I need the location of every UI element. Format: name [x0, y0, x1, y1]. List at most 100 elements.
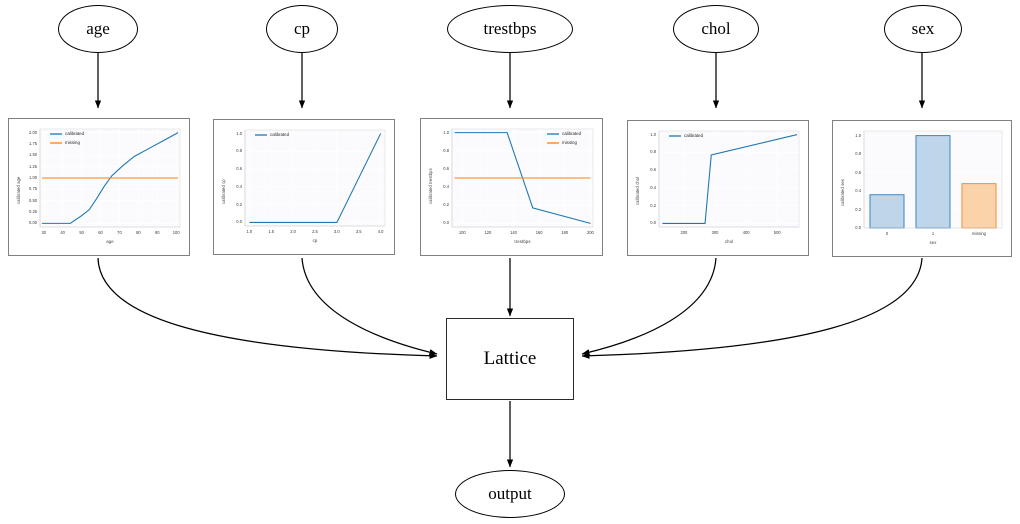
xtick-label: 200 — [680, 230, 688, 235]
xtick-label: 40 — [60, 230, 65, 235]
edge-cpplot-to-lattice — [301, 257, 438, 356]
series-calibrated — [249, 133, 382, 223]
node-output[interactable]: output — [455, 470, 565, 518]
node-sex[interactable]: sex — [884, 5, 962, 53]
xtick-label: 80 — [136, 230, 141, 235]
xtick-label: 100 — [458, 230, 466, 235]
node-chol[interactable]: chol — [673, 5, 759, 53]
xtick-label: 1.5 — [268, 229, 275, 234]
xtick-label: 500 — [773, 230, 781, 235]
xtick-label: 160 — [535, 230, 543, 235]
ytick-label: 1.0 — [443, 129, 449, 135]
xtick-label: 70 — [117, 230, 122, 235]
xaxis-title: age — [106, 239, 114, 244]
ytick-label: 0.00 — [29, 220, 37, 226]
ytick-label: 0.4 — [855, 188, 861, 194]
node-lattice[interactable]: Lattice — [446, 318, 574, 400]
plot-area — [658, 130, 800, 228]
bar-0 — [869, 194, 905, 229]
ytick-label: 1.00 — [29, 175, 37, 180]
yaxis-title: calibrated sex — [840, 178, 845, 206]
xtick-label: 30 — [41, 230, 47, 235]
edge-ageplot-to-lattice — [97, 257, 438, 359]
yaxis-title: calibrated chol — [635, 176, 640, 205]
chart-sex — [863, 130, 1003, 229]
chart-trestbps — [451, 128, 594, 228]
ytick-label: 0.2 — [443, 202, 449, 208]
legend-label-missing: missing — [562, 140, 577, 145]
legend-label-calibrated: calibrated — [562, 131, 582, 136]
ytick-label: 1.75 — [29, 140, 37, 146]
node-age[interactable]: age — [58, 5, 138, 53]
ytick-label: 0.8 — [855, 151, 861, 157]
ytick-label: 0.6 — [443, 165, 449, 171]
series-calibrated — [41, 132, 179, 224]
ytick-label: 1.50 — [29, 152, 37, 158]
ytick-label: 0.4 — [650, 184, 656, 190]
edge-sexplot-to-lattice — [581, 257, 923, 359]
ytick-label: 0.25 — [29, 209, 37, 215]
legend-label-calibrated: calibrated — [684, 133, 704, 138]
node-age-label: age — [86, 19, 110, 38]
node-lattice-label: Lattice — [483, 348, 537, 369]
ytick-label: 0.6 — [650, 167, 656, 173]
ytick-label: 0.4 — [236, 183, 242, 189]
xtick-label: 200 — [587, 230, 594, 235]
ytick-label: 0.75 — [29, 186, 37, 192]
ytick-label: 0.6 — [855, 169, 861, 175]
ytick-label: 0.2 — [855, 206, 861, 212]
chart-cp — [244, 129, 386, 227]
xtick-label: 3.5 — [355, 229, 362, 234]
series-calibrated — [662, 134, 798, 224]
node-cp[interactable]: cp — [266, 5, 338, 53]
xtick-label: 3.0 — [334, 229, 340, 234]
legend-label-calibrated: calibrated — [270, 132, 290, 137]
xaxis-title: chol — [724, 239, 734, 244]
xtick-label: 4.0 — [377, 229, 384, 234]
node-trestbps[interactable]: trestbps — [447, 5, 573, 53]
xaxis-title: sex — [929, 240, 937, 245]
ytick-label: 2.00 — [29, 129, 37, 135]
ytick-label: 1.25 — [29, 163, 37, 169]
node-chol-label: chol — [701, 19, 731, 38]
xtick-label: 0 — [885, 231, 889, 236]
ytick-label: 0.0 — [855, 225, 861, 230]
xtick-label: 100 — [172, 230, 180, 235]
ytick-label: 1.0 — [236, 130, 242, 136]
legend-label-missing: missing — [65, 140, 80, 145]
chart-age — [39, 128, 181, 228]
xtick-label: 2.5 — [312, 229, 318, 234]
xtick-label: 1 — [931, 231, 935, 236]
xtick-label: 140 — [510, 230, 517, 235]
ytick-label: 0.4 — [443, 184, 449, 190]
xtick-label: 60 — [98, 230, 103, 235]
ytick-label: 0.6 — [236, 166, 242, 172]
node-sex-label: sex — [911, 19, 935, 38]
xtick-label: 2.0 — [290, 229, 296, 234]
xaxis-title: cp — [312, 238, 318, 243]
xtick-label: 90 — [155, 230, 160, 235]
ytick-label: 1.0 — [650, 131, 656, 137]
ytick-label: 1.0 — [855, 132, 861, 138]
ytick-label: 0.50 — [29, 197, 37, 203]
xaxis-title: trestbps — [514, 239, 531, 244]
edge-cholplot-to-lattice — [581, 257, 717, 356]
xtick-label: 400 — [742, 230, 750, 235]
node-cp-label: cp — [293, 19, 311, 38]
yaxis-title: calibrated trestbps — [428, 168, 433, 204]
ytick-label: 0.0 — [650, 220, 656, 226]
xtick-label: 300 — [711, 230, 719, 235]
series-calibrated — [454, 132, 591, 224]
legend-label-calibrated: calibrated — [65, 131, 85, 136]
plot-panel-age[interactable]: 0.00 0.25 0.50 0.75 1.00 1.25 1.50 1.75 2.00 30 40… — [8, 118, 190, 256]
ytick-label: 0.8 — [650, 149, 656, 155]
yaxis-title: calibrated age — [16, 176, 21, 204]
ytick-label: 0.8 — [236, 148, 242, 154]
ytick-label: 0.8 — [443, 147, 449, 153]
